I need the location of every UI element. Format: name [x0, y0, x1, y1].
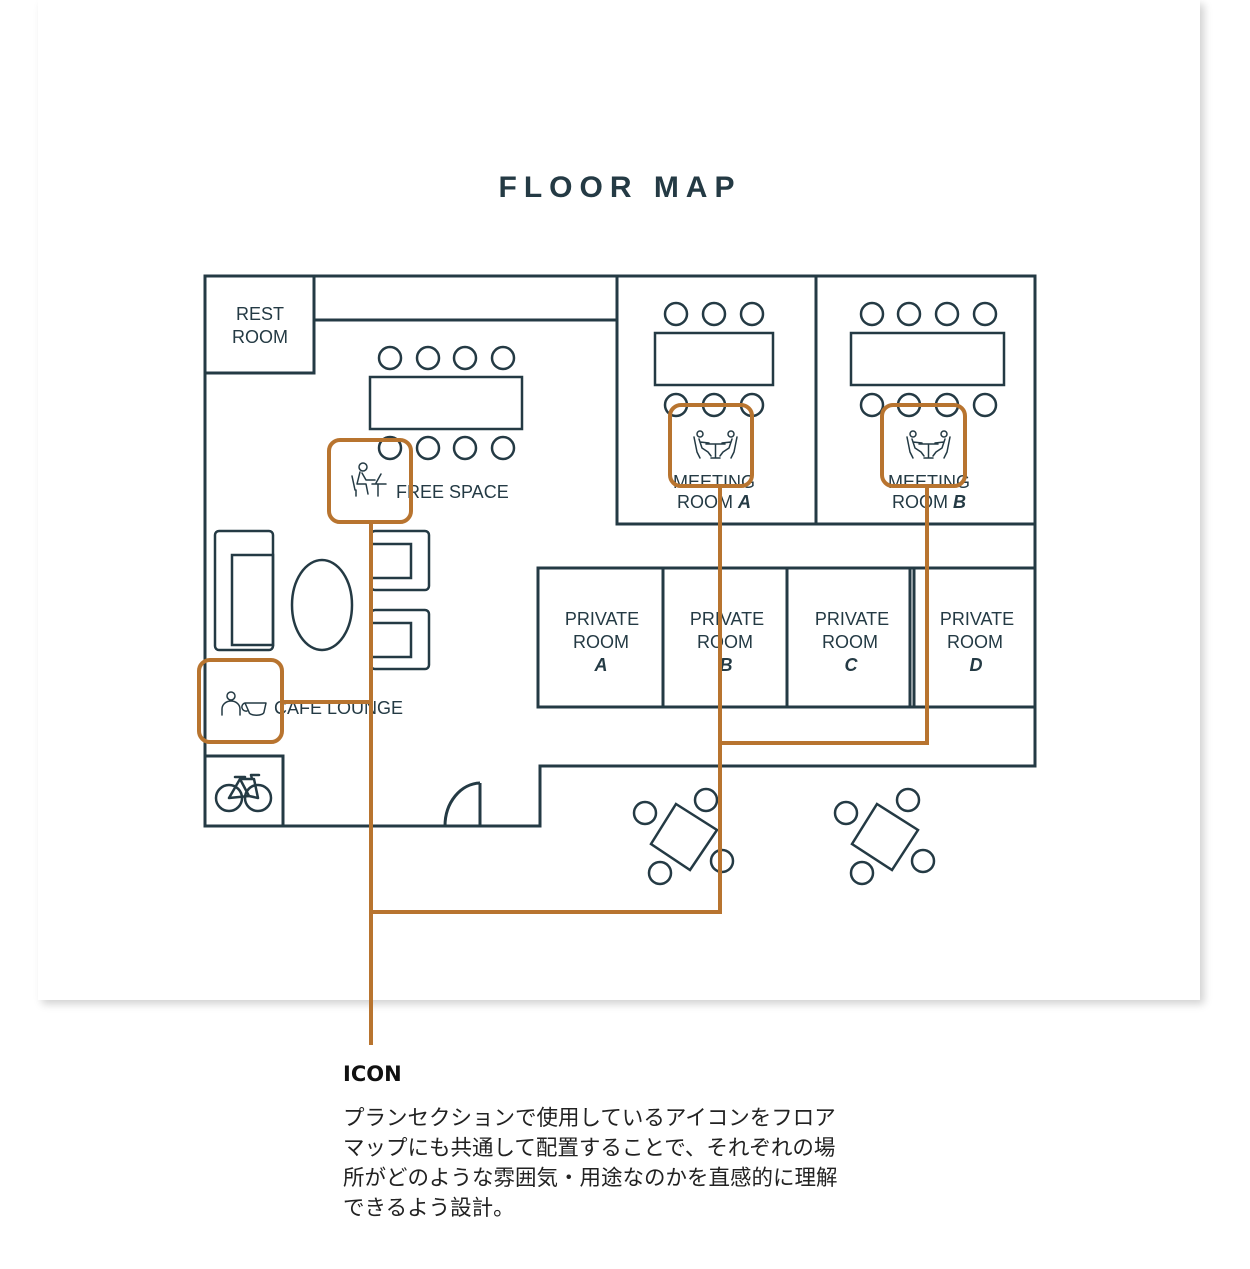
- private-room-c-label: PRIVATE ROOM C: [815, 609, 889, 675]
- bicycle-icon: [214, 773, 273, 813]
- svg-text:PRIVATE: PRIVATE: [565, 609, 639, 629]
- rest-room: [203, 274, 316, 375]
- meeting-people-icon: [906, 430, 951, 459]
- person-at-desk-icon: [351, 462, 387, 497]
- svg-text:A: A: [594, 655, 608, 675]
- free-space-label: FREE SPACE: [396, 482, 509, 502]
- svg-text:PRIVATE: PRIVATE: [690, 609, 764, 629]
- svg-text:C: C: [845, 655, 859, 675]
- note-body: プランセクションで使用しているアイコンをフロア マップにも共通して配置することで…: [343, 1104, 923, 1224]
- note-line: 所がどのような雰囲気・用途なのかを直感的に理解: [343, 1166, 838, 1191]
- callout-leader-lines: [282, 486, 929, 1045]
- private-rooms: [536, 566, 1037, 709]
- svg-text:B: B: [720, 655, 733, 675]
- callout-free-space: [327, 438, 413, 524]
- rest-room-label-1: REST: [236, 304, 284, 324]
- callout-meeting-b: [880, 403, 967, 488]
- bike-parking: [203, 754, 285, 828]
- meeting-a-label-1: MEETING: [673, 472, 755, 492]
- meeting-b-label-2: ROOM B: [892, 492, 966, 512]
- svg-text:PRIVATE: PRIVATE: [940, 609, 1014, 629]
- meeting-b-furniture: [849, 301, 1006, 418]
- svg-text:ROOM: ROOM: [573, 632, 629, 652]
- private-room-a-label: PRIVATE ROOM A: [565, 609, 639, 675]
- page-title: FLOOR MAP: [499, 171, 742, 204]
- svg-text:D: D: [970, 655, 983, 675]
- meeting-a-furniture: [653, 301, 775, 418]
- svg-text:ROOM: ROOM: [947, 632, 1003, 652]
- floor-map-card: [38, 0, 1200, 1000]
- note-line: マップにも共通して配置することで、それぞれの場: [343, 1136, 836, 1161]
- icon-callouts: [197, 403, 967, 1045]
- svg-text:ROOM: ROOM: [697, 632, 753, 652]
- terrace-table-2: [833, 787, 936, 886]
- meeting-a-label-2: ROOM A: [677, 492, 751, 512]
- callout-meeting-a: [668, 403, 754, 488]
- private-room-b-label: PRIVATE ROOM B: [690, 609, 764, 675]
- note-heading: ICON: [343, 1062, 402, 1086]
- note-line: プランセクションで使用しているアイコンをフロア: [343, 1106, 836, 1131]
- meeting-people-icon: [693, 430, 738, 459]
- free-space-furniture: [368, 345, 524, 461]
- person-coffee-icon: [221, 691, 267, 716]
- svg-text:PRIVATE: PRIVATE: [815, 609, 889, 629]
- private-room-d-label: PRIVATE ROOM D: [940, 609, 1014, 675]
- rest-room-label-2: ROOM: [232, 327, 288, 347]
- note-line: できるよう設計。: [343, 1196, 515, 1221]
- callout-cafe-lounge: [197, 658, 284, 744]
- svg-text:ROOM: ROOM: [822, 632, 878, 652]
- entrance-door: [443, 781, 482, 827]
- lounge-furniture: [213, 529, 431, 671]
